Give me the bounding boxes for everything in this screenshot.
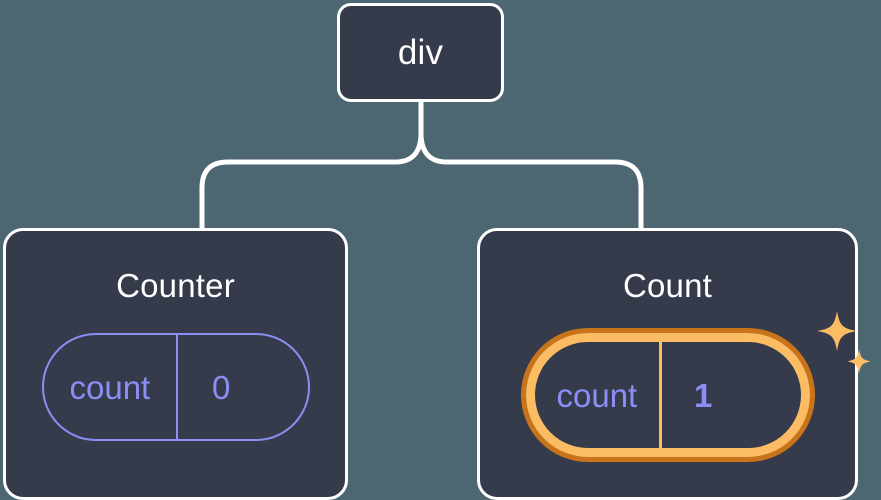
- state-pill-wrap-counter: count 0: [41, 333, 310, 441]
- edge-to-left: [199, 130, 424, 231]
- state-key-counter: count: [69, 368, 151, 406]
- state-pill-counter[interactable]: count 0: [41, 333, 310, 441]
- node-count[interactable]: Count count 1: [477, 228, 871, 500]
- state-value-count: 1: [659, 342, 744, 448]
- state-value-counter: 0: [176, 335, 264, 439]
- state-pill-count[interactable]: count 1: [525, 333, 810, 457]
- sparkle-star-small: [846, 349, 871, 374]
- node-counter[interactable]: Counter count 0: [3, 228, 348, 500]
- node-counter-label: Counter: [116, 267, 235, 304]
- node-count-label: Count: [622, 267, 713, 304]
- sparkle-star-large: [816, 311, 857, 351]
- edge-to-right: [418, 130, 644, 231]
- state-key-count: count: [556, 376, 638, 414]
- sparkles-icon: [816, 311, 871, 374]
- node-root-label: div: [397, 33, 444, 72]
- node-root-div[interactable]: div: [337, 3, 504, 102]
- state-pill-wrap-count: count 1: [525, 311, 871, 457]
